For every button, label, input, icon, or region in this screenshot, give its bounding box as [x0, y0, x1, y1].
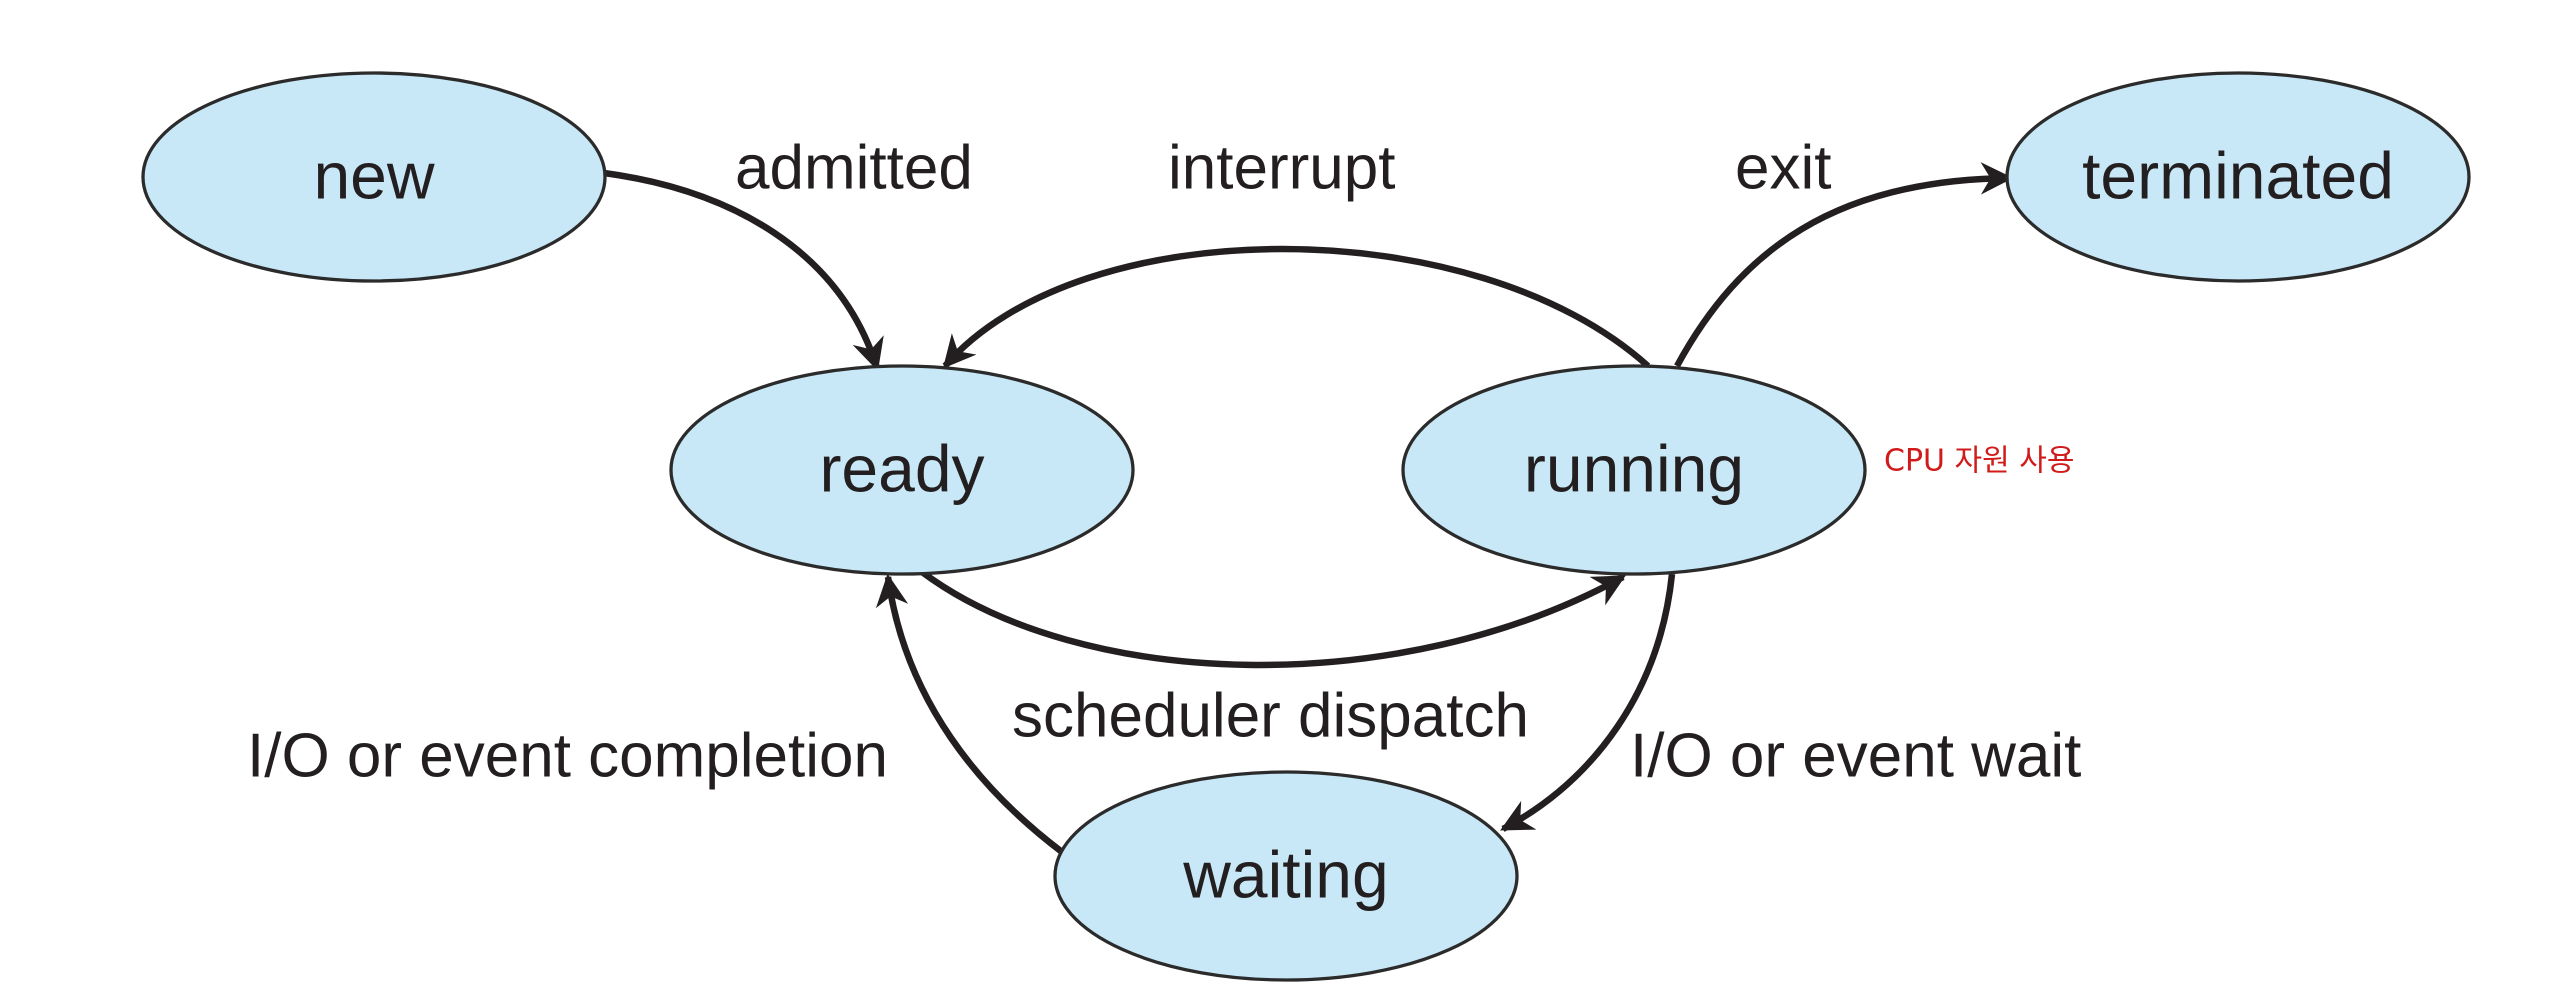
- state-new: new: [141, 71, 607, 283]
- state-waiting-label: waiting: [1182, 837, 1388, 911]
- io-event-wait-arrow: [1500, 573, 1676, 832]
- state-terminated: terminated: [2005, 71, 2471, 283]
- cpu-usage-annotation: CPU 자원 사용: [1884, 444, 2074, 479]
- state-running-label: running: [1524, 431, 1744, 505]
- io-event-completion-arrow: [875, 573, 1064, 855]
- exit-arrow: [1674, 162, 2014, 368]
- interrupt-label: interrupt: [1168, 133, 1395, 202]
- io-event-wait-label: I/O or event wait: [1630, 721, 2081, 790]
- state-new-label: new: [313, 138, 434, 212]
- scheduler-dispatch-arrow: [920, 569, 1626, 669]
- admitted-label: admitted: [735, 133, 973, 202]
- state-ready: ready: [669, 364, 1135, 576]
- state-waiting: waiting: [1053, 770, 1519, 982]
- exit-label: exit: [1735, 133, 1831, 202]
- scheduler-dispatch-label: scheduler dispatch: [1012, 681, 1529, 750]
- state-ready-label: ready: [819, 431, 984, 505]
- state-terminated-label: terminated: [2082, 138, 2394, 212]
- interrupt-arrow-path: [942, 245, 1651, 369]
- admitted-arrow: [603, 169, 884, 372]
- io-event-completion-label: I/O or event completion: [247, 721, 888, 790]
- state-running: running: [1401, 364, 1867, 576]
